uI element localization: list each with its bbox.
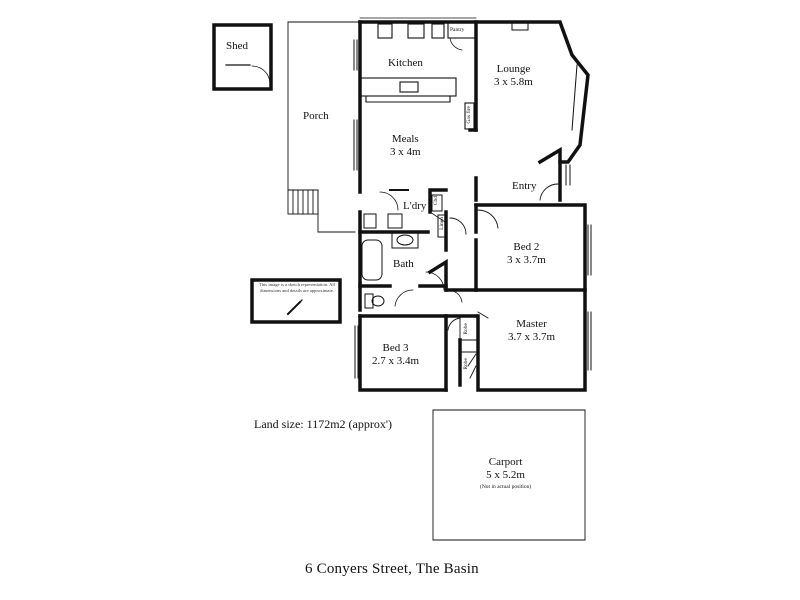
master-size: 3.7 x 3.7m — [508, 330, 556, 343]
land-size: Land size: 1172m2 (approx') — [254, 417, 393, 431]
fixture-label-pantry: Pantry — [450, 27, 465, 33]
room-label-porch: Porch — [303, 110, 329, 122]
disclaimer-box — [250, 278, 342, 324]
shed-outline — [212, 23, 273, 91]
fixture-label-robe-master: Robe — [463, 323, 469, 335]
bed3-size: 2.7 x 3.4m — [372, 354, 420, 367]
room-label-bed3: Bed 3 2.7 x 3.4m — [372, 342, 419, 367]
room-label-carport: Carport 5 x 5.2m (Not in actual position… — [480, 456, 531, 491]
bed3-name: Bed 3 — [382, 342, 409, 354]
bed2-size: 3 x 3.7m — [507, 253, 546, 266]
carport-name: Carport — [488, 456, 523, 468]
bed2-name: Bed 2 — [513, 241, 540, 253]
room-label-meals: Meals 3 x 4m — [390, 133, 421, 158]
master-name: Master — [516, 318, 547, 330]
lounge-name: Lounge — [496, 63, 531, 75]
room-label-bath: Bath — [393, 258, 414, 270]
carport-note: (Not in actual position) — [480, 484, 532, 491]
meals-name: Meals — [391, 133, 419, 145]
fixture-label-linen: Linen — [439, 217, 445, 230]
property-address: 6 Conyers Street, The Basin — [305, 561, 479, 577]
windows — [353, 17, 592, 379]
lounge-size: 3 x 5.8m — [494, 75, 533, 88]
fixture-label-cupboard: Cbd — [433, 196, 439, 206]
room-label-entry: Entry — [512, 180, 537, 192]
carport-size: 5 x 5.2m — [486, 468, 525, 481]
fixture-label-robe-bed3: Robe — [463, 358, 469, 370]
room-label-bed2: Bed 2 3 x 3.7m — [507, 241, 546, 266]
room-label-master: Master 3.7 x 3.7m — [508, 318, 555, 343]
kitchen-fittings — [359, 21, 477, 130]
carport-outline — [432, 409, 586, 541]
meals-size: 3 x 4m — [390, 145, 421, 158]
disclaimer-text: This image is a sketch representation. A… — [259, 282, 335, 293]
bedroom-doors — [447, 183, 559, 379]
room-label-shed: Shed — [226, 40, 248, 52]
wet-area-fittings — [361, 189, 463, 309]
room-label-lounge: Lounge 3 x 5.8m — [494, 63, 533, 88]
house-exterior-walls — [358, 20, 590, 392]
fireplace — [511, 21, 529, 31]
room-label-kitchen: Kitchen — [388, 57, 423, 69]
porch-outline — [287, 21, 361, 233]
fixture-label-gas-fire: Gas fire — [466, 106, 472, 124]
room-label-laundry: L'dry — [403, 200, 427, 212]
